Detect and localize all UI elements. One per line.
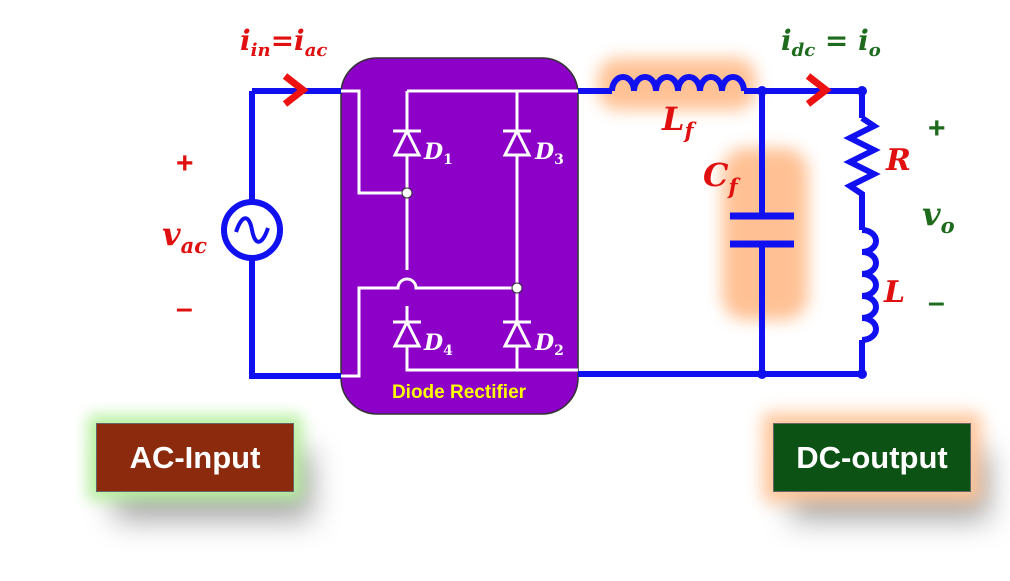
diode-d3-icon [502, 127, 532, 157]
load-resistor-label: R [885, 143, 911, 178]
ac-input-box: AC-Input [96, 423, 294, 492]
node-dot [757, 86, 767, 96]
node-dot [511, 282, 523, 294]
diode-d2-label: D2 [534, 330, 564, 359]
dc-output-box: DC-output [773, 423, 971, 492]
node-dot [401, 187, 413, 199]
input-current-arrow-icon [282, 73, 309, 107]
load-inductor-label: L [883, 275, 905, 310]
diode-d3-label: D3 [534, 139, 564, 168]
output-plus-sign: + [928, 112, 946, 145]
diode-d4-icon [392, 318, 422, 348]
rectifier-block [340, 57, 579, 415]
source-minus-sign: – [176, 292, 193, 325]
rectifier-title: Diode Rectifier [392, 382, 527, 403]
input-current-label: iin=iac [240, 24, 327, 61]
source-voltage-label: vac [162, 215, 207, 258]
output-voltage-label: vo [922, 195, 955, 238]
sine-wave-icon [234, 216, 270, 244]
output-current-arrow-icon [805, 73, 832, 107]
diode-d4-label: D4 [423, 330, 453, 359]
node-dot [857, 86, 867, 96]
source-plus-sign: + [176, 147, 194, 180]
output-minus-sign: – [928, 286, 945, 319]
node-dot [757, 369, 767, 379]
diode-d1-icon [392, 127, 422, 157]
node-dot [857, 369, 867, 379]
output-current-label: idc = io [781, 24, 881, 61]
diode-d1-label: D1 [423, 139, 453, 168]
diode-d2-icon [502, 318, 532, 348]
cf-glow [722, 148, 808, 320]
